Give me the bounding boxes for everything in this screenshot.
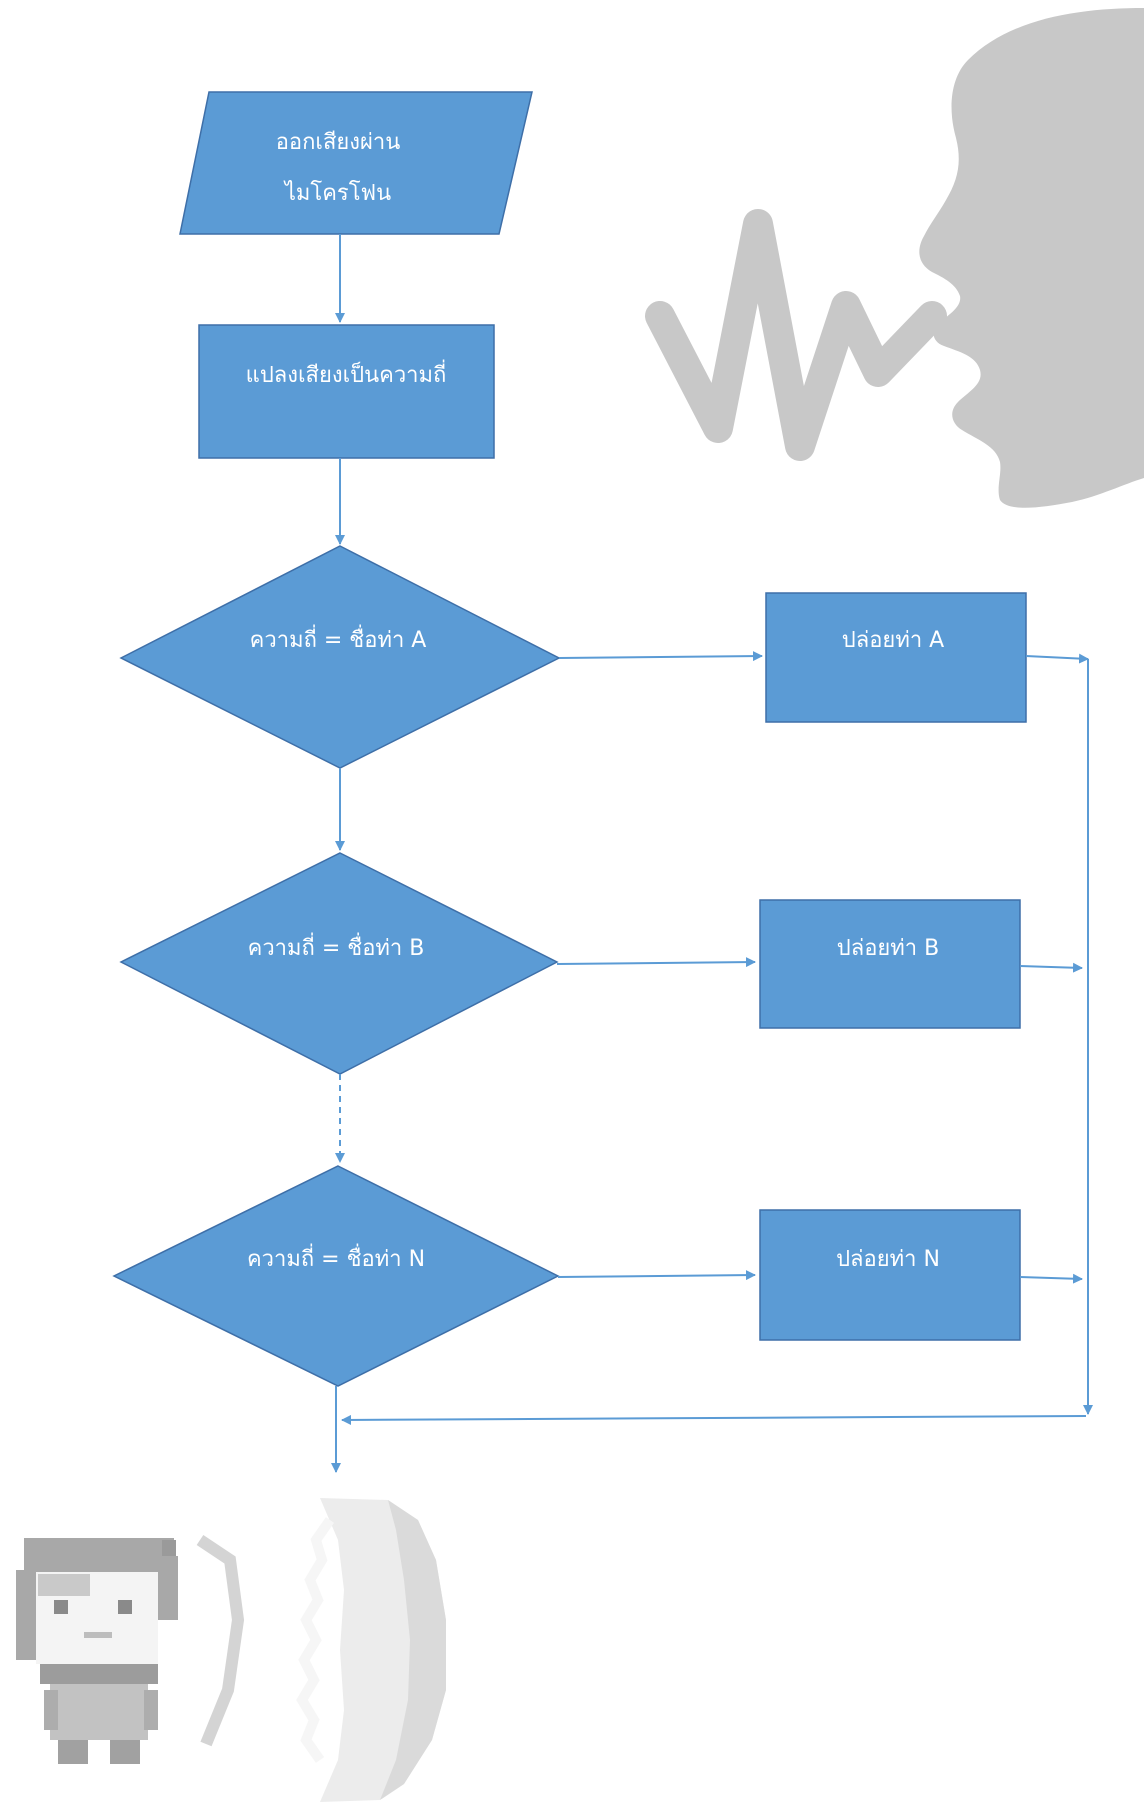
decision-node-a: ความถี่ = ชื่อท่า A	[119, 545, 561, 769]
arrow-action-n-to-merge	[1019, 1273, 1083, 1284]
decision-node-b: ความถี่ = ชื่อท่า B	[119, 852, 559, 1075]
shield-icon	[296, 1498, 446, 1802]
action-a-label: ปล่อยท่า A	[842, 628, 944, 653]
input-node: ออกเสียงผ่าน ไมโครโฟน	[179, 91, 533, 235]
decision-a-label: ความถี่ = ชื่อท่า A	[250, 624, 427, 653]
decision-n-label: ความถี่ = ชื่อท่า N	[247, 1243, 425, 1272]
arrow-decision-n-to-action-n	[557, 1270, 756, 1281]
process-node-label: แปลงเสียงเป็นความถี่	[246, 359, 447, 388]
return-line	[341, 1414, 1087, 1425]
arrow-action-b-to-merge	[1019, 962, 1083, 973]
soundwave-icon	[645, 209, 947, 461]
action-node-b: ปล่อยท่า B	[759, 899, 1021, 1029]
action-n-label: ปล่อยท่า N	[836, 1247, 940, 1272]
input-node-line1: ออกเสียงผ่าน	[276, 130, 401, 155]
action-node-n: ปล่อยท่า N	[759, 1209, 1021, 1341]
decision-b-label: ความถี่ = ชื่อท่า B	[248, 932, 425, 961]
pixel-character-icon	[16, 1535, 245, 1764]
process-node: แปลงเสียงเป็นความถี่	[198, 324, 495, 459]
input-node-line2: ไมโครโฟน	[283, 180, 391, 206]
decision-node-n: ความถี่ = ชื่อท่า N	[112, 1165, 560, 1387]
action-node-a: ปล่อยท่า A	[765, 592, 1027, 723]
arrow-decision-b-to-action-b	[556, 957, 756, 968]
arrow-action-a-to-merge	[1025, 653, 1089, 664]
speaking-head-icon	[919, 8, 1144, 508]
action-b-label: ปล่อยท่า B	[837, 936, 940, 961]
arrow-decision-a-to-action-a	[558, 651, 763, 662]
